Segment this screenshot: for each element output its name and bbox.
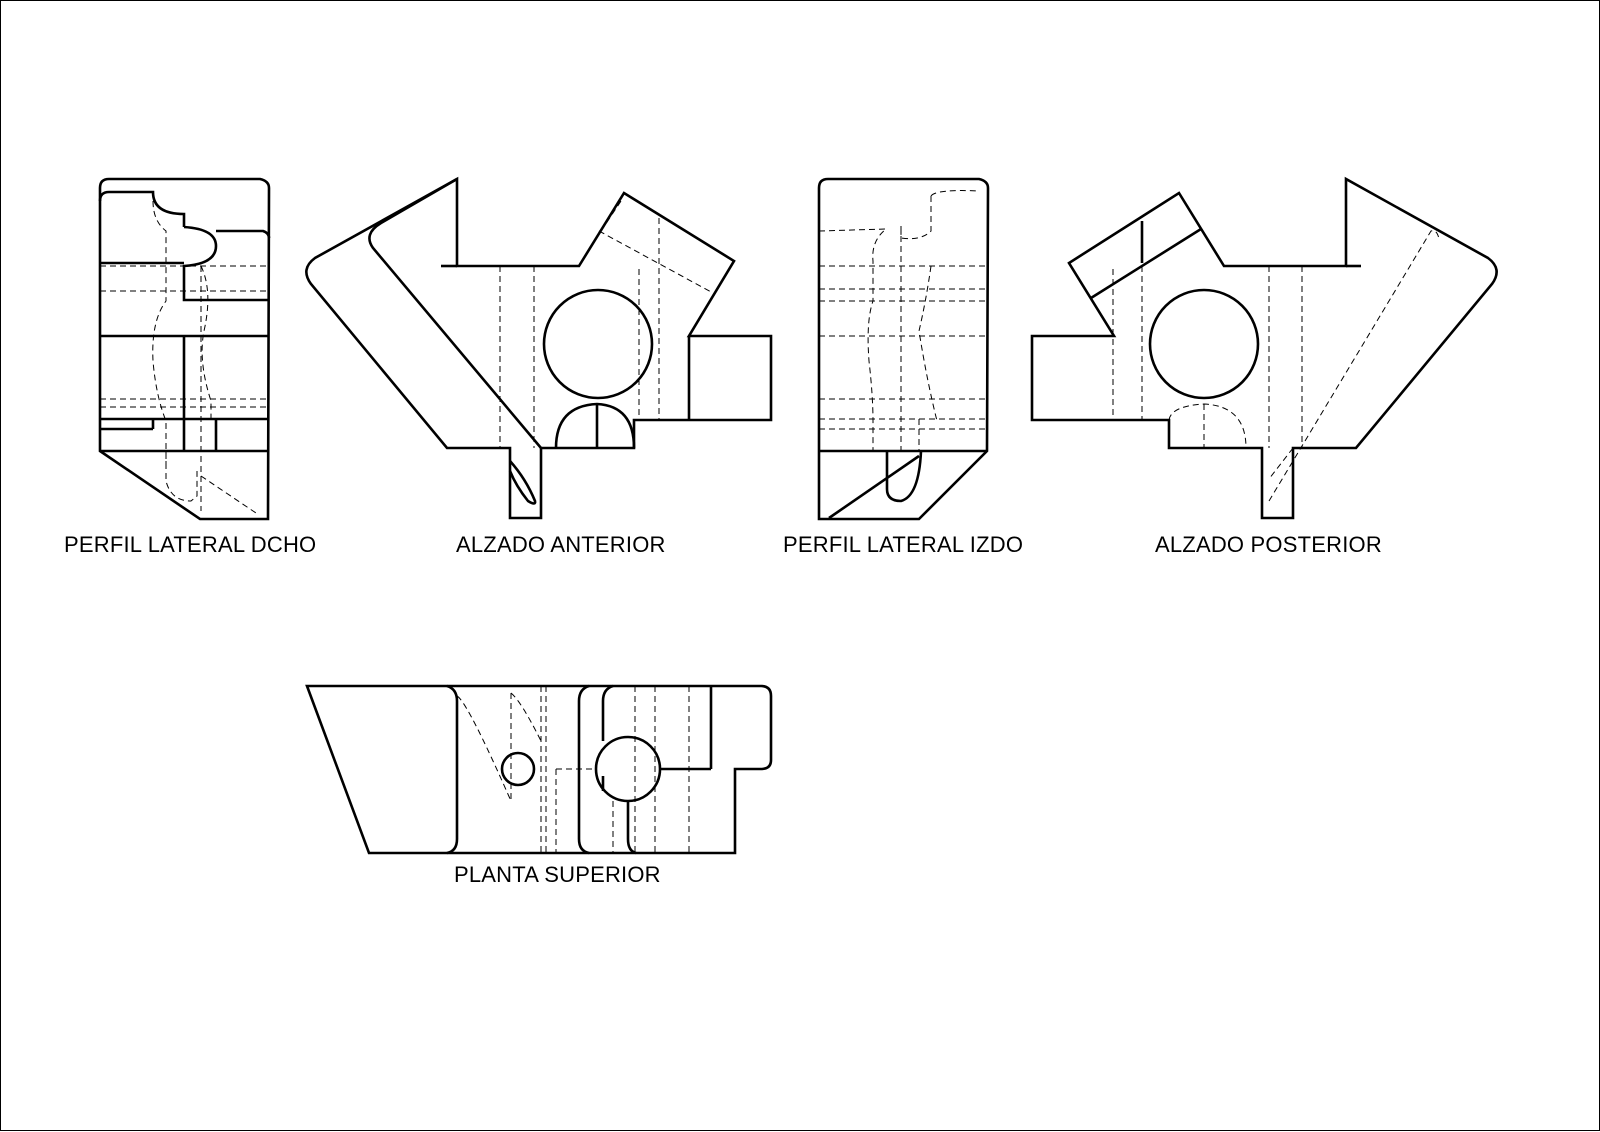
label-alzado-posterior: ALZADO POSTERIOR (1155, 532, 1382, 557)
view-perfil-lateral-dcho (98, 177, 271, 521)
view-alzado-anterior (305, 176, 773, 520)
view-planta-superior (305, 684, 773, 855)
label-alzado-anterior: ALZADO ANTERIOR (456, 532, 666, 557)
label-perfil-lateral-dcho: PERFIL LATERAL DCHO (64, 532, 317, 557)
label-perfil-lateral-izdo: PERFIL LATERAL IZDO (783, 532, 1024, 557)
view-perfil-lateral-izdo (817, 177, 990, 521)
view-alzado-posterior (1030, 176, 1498, 520)
label-planta-superior: PLANTA SUPERIOR (454, 862, 661, 887)
